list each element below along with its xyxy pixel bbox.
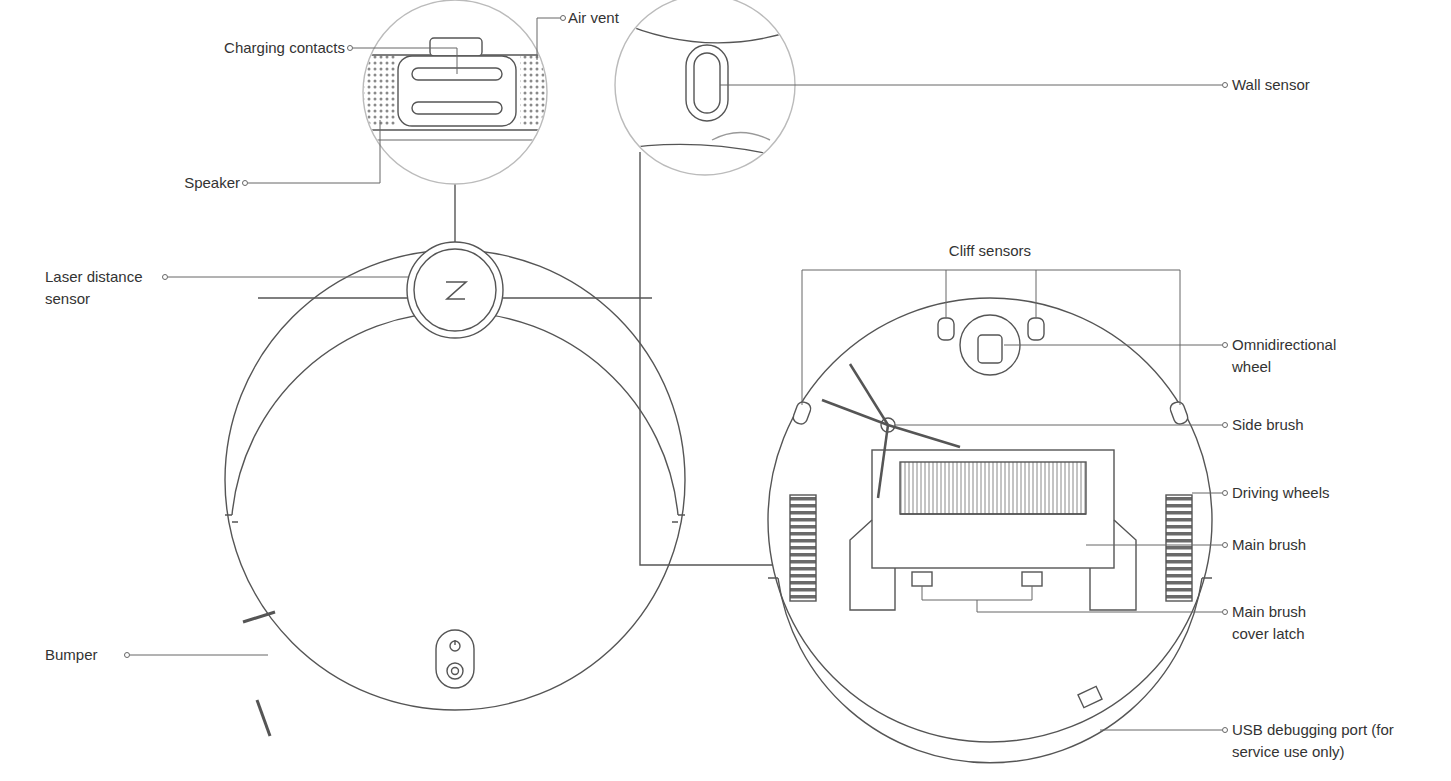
speaker-grille — [362, 55, 396, 125]
bumper-notch — [232, 521, 678, 522]
home-icon — [452, 668, 459, 675]
leader-ends — [125, 16, 1228, 733]
top-seam — [503, 297, 652, 298]
air-vent-grille — [520, 55, 554, 125]
part-label: Speaker — [130, 172, 240, 194]
zoom-circle — [363, 0, 547, 184]
bottom-cover-notch — [768, 577, 1212, 578]
part-label: Charging contacts — [170, 37, 345, 59]
charging-contact — [412, 102, 502, 114]
part-label: Side brush — [1232, 414, 1412, 436]
leader-lines — [130, 18, 1222, 730]
side-brush-bristle — [243, 612, 275, 622]
cliff-sensor — [1169, 400, 1190, 425]
part-label: Laser distance sensor — [45, 266, 157, 310]
wall-sensor — [686, 45, 728, 121]
part-label: Main brush cover latch — [1232, 601, 1344, 645]
driving-wheel — [790, 495, 816, 601]
bumper-notch — [225, 514, 685, 515]
usb-port — [1078, 686, 1102, 707]
power-icon — [454, 640, 455, 645]
part-label: Cliff sensors — [915, 240, 1065, 262]
part-label: Air vent — [568, 7, 688, 29]
latch — [1022, 572, 1042, 586]
main-brush-axis — [900, 513, 1086, 514]
part-label: Main brush — [1232, 534, 1412, 556]
brush-chamber — [872, 450, 1114, 568]
wall-sensor-lens — [694, 53, 720, 113]
main-brush — [900, 462, 1086, 514]
power-button — [450, 641, 460, 651]
part-label: Bumper — [45, 644, 123, 666]
zoom-circle — [615, 0, 795, 175]
part-label: USB debugging port (for service use only… — [1232, 719, 1394, 763]
laser-sensor — [407, 242, 503, 338]
side-brush — [822, 364, 960, 498]
zoom-connector — [640, 152, 775, 565]
laser-sensor-inner — [414, 249, 496, 331]
top-seam — [258, 297, 407, 298]
brush-chamber-edge — [850, 520, 1136, 610]
driving-wheel — [1166, 495, 1192, 601]
logo — [446, 282, 466, 299]
contact-tab — [430, 38, 482, 56]
part-label: Omnidirectional wheel — [1232, 334, 1367, 378]
button-panel — [436, 630, 474, 688]
part-label: Wall sensor — [1232, 74, 1412, 96]
robot-underside — [768, 298, 1212, 742]
zoom-connector — [454, 184, 455, 250]
cliff-sensor — [938, 318, 954, 340]
cliff-sensor — [1028, 318, 1044, 340]
part-label: Driving wheels — [1232, 482, 1412, 504]
side-brush-bristle — [257, 700, 270, 736]
home-button — [447, 663, 463, 679]
bottom-cover-seam — [778, 578, 1202, 763]
latch — [912, 572, 932, 586]
omni-wheel — [978, 335, 1002, 363]
bumper-seam — [232, 312, 678, 515]
